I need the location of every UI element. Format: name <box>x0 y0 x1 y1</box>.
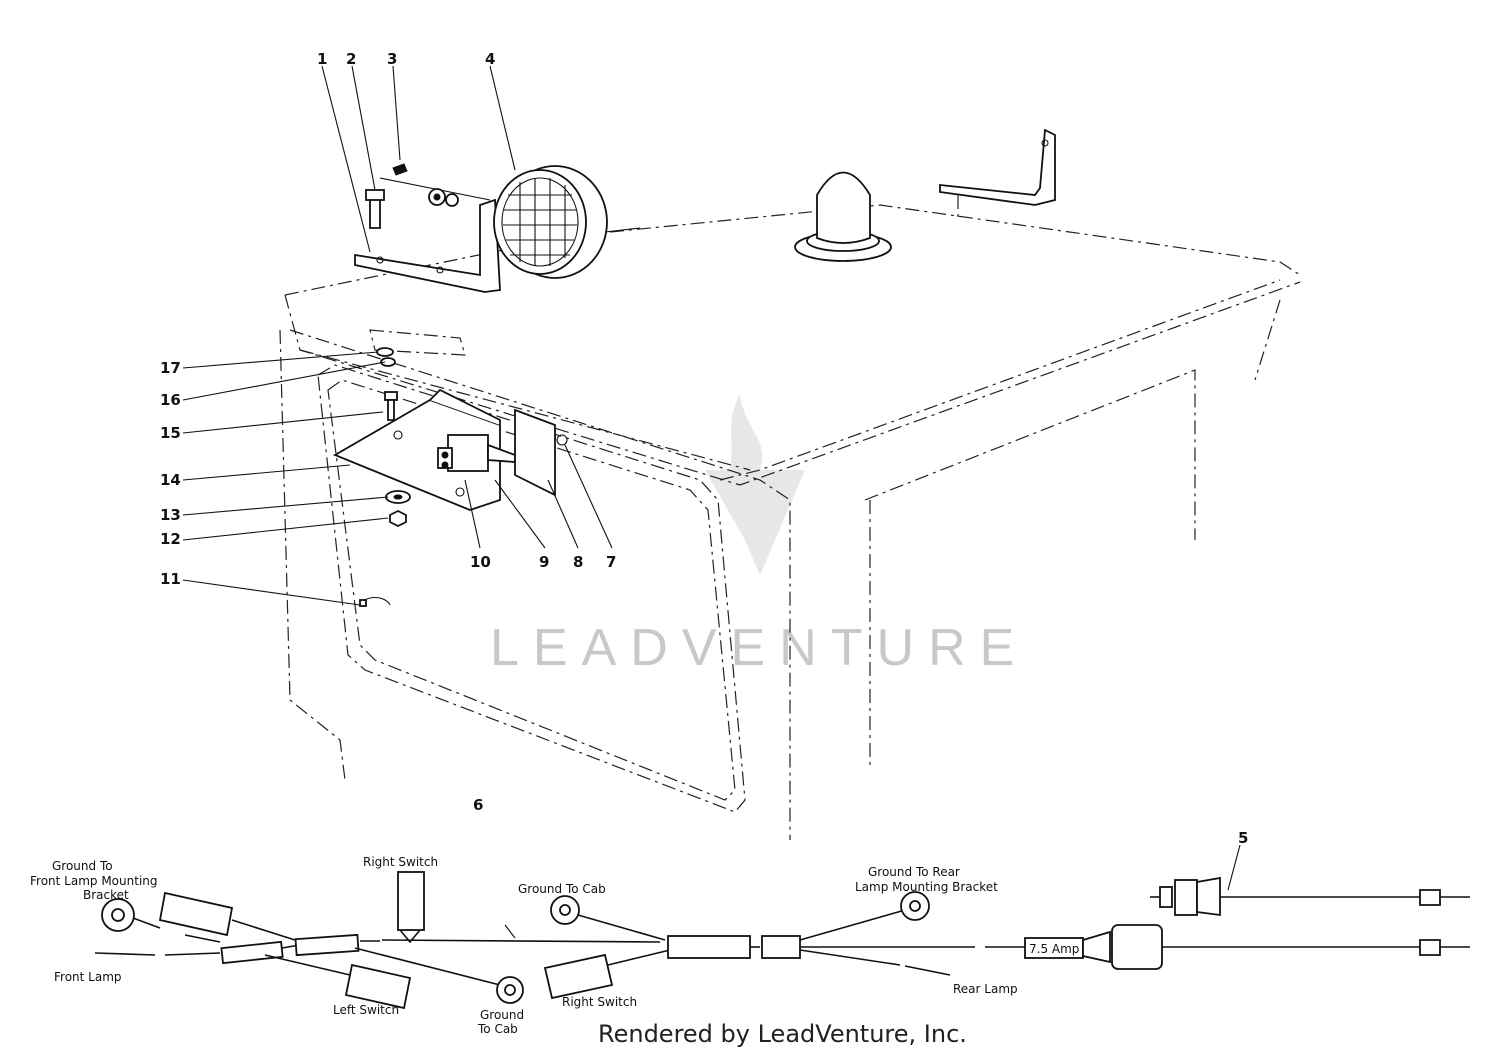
callout-17: 17 <box>160 359 181 377</box>
label-fuse: 7.5 Amp <box>1029 942 1079 956</box>
label-ground-rear-bracket-1: Ground To Rear <box>868 865 960 879</box>
label-ground-to-cab-lower-2: To Cab <box>477 1022 518 1036</box>
callout-6: 6 <box>473 796 483 814</box>
callout-14: 14 <box>160 471 181 489</box>
cab-body <box>279 128 1301 840</box>
label-left-switch: Left Switch <box>333 1003 399 1017</box>
label-ground-to-cab-mid: Ground To Cab <box>518 882 606 896</box>
callout-2: 2 <box>346 50 356 68</box>
callout-7: 7 <box>606 553 616 571</box>
beacon-light <box>794 171 892 262</box>
switch-bracket-assembly <box>332 347 568 607</box>
callout-3: 3 <box>387 50 397 68</box>
rear-lamp-bracket <box>939 128 1056 218</box>
callout-1: 1 <box>317 50 327 68</box>
label-ground-rear-bracket-2: Lamp Mounting Bracket <box>855 880 998 894</box>
callout-11: 11 <box>160 570 181 588</box>
callout-5: 5 <box>1238 829 1248 847</box>
callout-12: 12 <box>160 530 181 548</box>
callout-10: 10 <box>470 553 491 571</box>
label-ground-front-bracket-1: Ground To <box>52 859 113 873</box>
harness-labels: Ground To Front Lamp Mounting Bracket Fr… <box>30 855 1079 1036</box>
wiring-harness <box>94 871 1470 1010</box>
front-lamp-assembly <box>354 163 641 293</box>
label-rear-lamp: Rear Lamp <box>953 982 1018 996</box>
watermark-logo <box>705 395 805 575</box>
callout-13: 13 <box>160 506 181 524</box>
callout-numbers: 1 2 3 4 5 6 7 8 9 10 11 12 13 14 15 16 1… <box>160 50 1248 847</box>
callout-9: 9 <box>539 553 549 571</box>
label-right-switch-bottom: Right Switch <box>562 995 637 1009</box>
callout-15: 15 <box>160 424 181 442</box>
lamp-grille <box>501 177 579 267</box>
callout-8: 8 <box>573 553 583 571</box>
label-right-switch-top: Right Switch <box>363 855 438 869</box>
label-front-lamp: Front Lamp <box>54 970 122 984</box>
label-ground-to-cab-lower-1: Ground <box>480 1008 524 1022</box>
label-ground-front-bracket-3: Bracket <box>83 888 129 902</box>
leader-lines <box>182 65 1241 891</box>
callout-16: 16 <box>160 391 181 409</box>
callout-4: 4 <box>485 50 495 68</box>
label-ground-front-bracket-2: Front Lamp Mounting <box>30 874 158 888</box>
watermark-text: LEADVENTURE <box>490 619 1028 677</box>
footer-credit: Rendered by LeadVenture, Inc. <box>598 1020 967 1048</box>
